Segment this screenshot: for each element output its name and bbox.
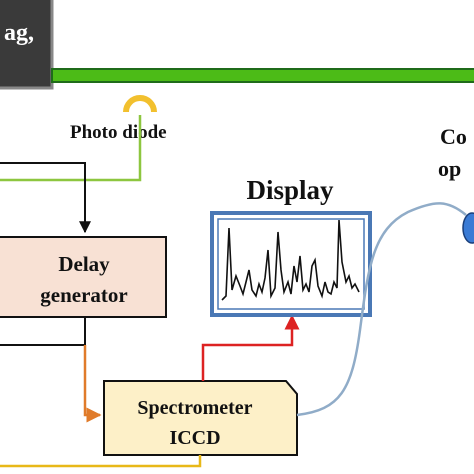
display-title: Display [246, 175, 334, 205]
photodiode-signal-line [0, 115, 142, 182]
laser-box: ag, [0, 0, 54, 90]
collection-label-line1: Co [440, 124, 467, 149]
spectrum-trace [221, 219, 360, 301]
delay-generator-box: Delay generator [0, 236, 167, 318]
yellow-trigger-line [0, 455, 202, 468]
trigger-arrow [0, 162, 91, 234]
delay-output-line [0, 317, 86, 346]
delay-label-line1: Delay [58, 252, 110, 276]
spectrometer-label-line2: ICCD [169, 427, 220, 449]
display-monitor [210, 211, 372, 317]
collection-lens-icon [462, 212, 474, 244]
spectrometer-to-display-arrow [201, 314, 300, 381]
photodiode-label: Photo diode [70, 122, 167, 143]
laser-beam [51, 68, 474, 83]
delay-label-line2: generator [40, 283, 127, 307]
delay-to-spectrometer-arrow [83, 345, 102, 423]
photodiode-icon [123, 95, 157, 113]
collection-label-line2: op [438, 156, 461, 181]
spectrometer-label-line1: Spectrometer [137, 397, 252, 419]
spectrometer-box: Spectrometer ICCD [103, 380, 298, 456]
laser-label: ag, [4, 20, 34, 46]
optical-fiber [296, 202, 467, 417]
